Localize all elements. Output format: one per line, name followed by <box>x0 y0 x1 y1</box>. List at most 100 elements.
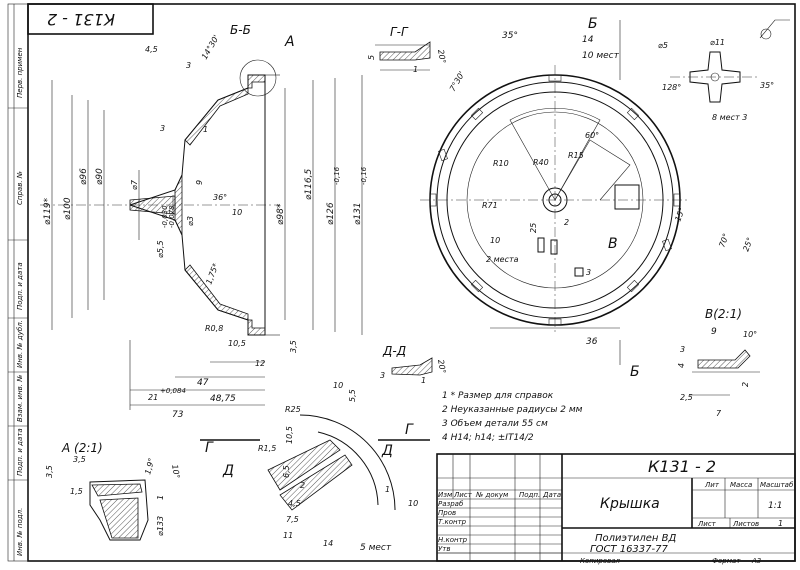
dim-d55: ⌀5,5 <box>156 240 165 258</box>
tb-format-value: А3 <box>751 557 761 565</box>
strip-label-7: Инв. № подл. <box>16 508 24 556</box>
section-dd-shape <box>391 357 433 376</box>
dim-l4875: 48,75 <box>210 394 236 404</box>
dim-rib-l11: 11 <box>283 531 293 540</box>
dim-v-l4: 4 <box>677 363 686 368</box>
dim-a25: 25° <box>741 236 754 252</box>
dim-d100: ⌀100 <box>63 197 73 220</box>
dim-d131-tol: -0,16 <box>360 166 368 185</box>
dim-d90: ⌀90 <box>95 168 105 185</box>
dim-l21-tol: +0,084 <box>160 387 186 395</box>
tb-row-prov: Пров <box>438 509 456 517</box>
dim-places8: 8 мест 3 <box>712 113 747 122</box>
dim-l10-plan: 10 <box>490 236 500 245</box>
label-section-bb: Б-Б <box>230 23 251 37</box>
section-gg-view <box>375 41 431 71</box>
dim-rib-l75: 7,5 <box>286 515 299 524</box>
dim-d96: ⌀96 <box>79 168 89 185</box>
title-block <box>436 453 796 562</box>
plan-view <box>420 20 690 365</box>
dim-dd-l3: 3 <box>380 371 385 380</box>
dim-l3-top: 3 <box>186 61 191 70</box>
dim-rib-r25: R25 <box>285 405 301 414</box>
dim-rib-r15: R1,5 <box>258 444 276 453</box>
dim-d126: ⌀126 <box>326 202 336 225</box>
side-strip <box>7 3 29 562</box>
dim-a128: 128° <box>662 83 681 92</box>
dim-v-l2: 2 <box>741 382 750 387</box>
dim-d55-tol-up: -0,030 <box>161 205 169 228</box>
dim-a-l15: 1,5 <box>70 487 83 496</box>
dim-d11: ⌀11 <box>710 38 725 47</box>
dim-l21: 21 <box>148 393 158 402</box>
dim-d3: ⌀3 <box>186 216 195 226</box>
note-4: 4 H14; h14; ±IT14/2 <box>442 433 534 443</box>
dim-a36: 36° <box>213 193 227 202</box>
dim-gg-a20: 20° <box>436 49 447 65</box>
tb-row-utv: Утв <box>438 545 450 553</box>
dim-rib-l105: 10,5 <box>285 426 294 444</box>
dim-d126-tol: -0,16 <box>333 166 341 185</box>
dim-d5: ⌀5 <box>658 41 668 50</box>
dim-a-d133: ⌀133 <box>156 516 165 536</box>
label-marker-g-left: Г <box>205 440 214 456</box>
tb-sheet-label: Лист <box>697 520 717 528</box>
dim-l1: 1 <box>203 125 208 134</box>
dim-r15: R15 <box>568 151 584 160</box>
dim-l3-mid: 3 <box>160 124 165 133</box>
section-bb-dims <box>51 75 363 410</box>
label-detail-v: В(2:1) <box>705 307 742 321</box>
dim-r10: R10 <box>493 159 509 168</box>
label-section-dd: Д-Д <box>382 344 406 358</box>
dim-a-l35: 3,5 <box>73 455 86 464</box>
dim-l9: 9 <box>195 180 204 185</box>
tb-col-sign: Подп. <box>519 491 540 499</box>
dim-rib-l14: 14 <box>323 539 333 548</box>
dim-a-l35v: 3,5 <box>45 465 54 478</box>
detail-v-view <box>690 349 760 396</box>
dim-r08: R0,8 <box>205 324 223 333</box>
strip-label-5: Взам. инв. № <box>16 374 24 422</box>
dim-rib-l2: 2 <box>300 481 305 490</box>
dim-l10: 10 <box>232 208 242 217</box>
label-marker-d-right: Д <box>381 443 393 459</box>
title-material-1: Полиэтилен ВД <box>595 533 676 544</box>
dim-d55-tol-dn: -0,078 <box>168 205 176 228</box>
label-detail-a: А (2:1) <box>61 441 103 455</box>
dim-l47: 47 <box>197 378 209 388</box>
dim-rib-l55: 5,5 <box>348 389 357 402</box>
tb-scale-label: Масштаб <box>760 481 794 489</box>
dim-gg-l5: 5 <box>367 55 376 60</box>
dim-r40: R40 <box>533 158 549 167</box>
tb-row-nkontr: Н.контр <box>438 536 468 544</box>
dim-v-a10: 10° <box>743 330 757 339</box>
tb-col-doc: № докум <box>475 491 509 499</box>
roughness-circle <box>760 28 772 40</box>
dim-v-l25: 2,5 <box>680 393 693 402</box>
tb-col-list: Лист <box>453 491 473 499</box>
dim-dd-l1: 1 <box>421 376 426 385</box>
dim-l2: 2 <box>564 218 569 227</box>
label-marker-g-right: Г <box>405 422 414 438</box>
tb-row-razrab: Разраб <box>438 500 464 508</box>
title-doc-code: К131 - 2 <box>648 457 716 476</box>
star-gear-view <box>670 51 760 103</box>
dim-a15: 15° <box>673 206 686 222</box>
tb-sheets-label: Листов <box>732 520 759 528</box>
dim-d7: ⌀7 <box>130 179 139 190</box>
note-2: 2 Неуказанные радиусы 2 мм <box>442 405 583 415</box>
tb-copied: Копировал <box>580 557 621 565</box>
dim-l36: 36 <box>586 337 598 347</box>
dim-d119: ⌀119* <box>43 197 53 225</box>
dim-l12: 12 <box>255 359 265 368</box>
tb-format-label: Формат <box>712 557 741 565</box>
top-stamp-box <box>27 3 154 35</box>
note-1: 1 * Размер для справок <box>442 391 554 401</box>
dim-a-a19: 1,9° <box>143 457 156 475</box>
tb-sheets-value: 1 <box>778 519 783 528</box>
strip-label-6: Подп. и дата <box>16 428 24 476</box>
dim-rib-l45: 4,5 <box>288 499 301 508</box>
dim-l25: 25 <box>529 223 538 233</box>
